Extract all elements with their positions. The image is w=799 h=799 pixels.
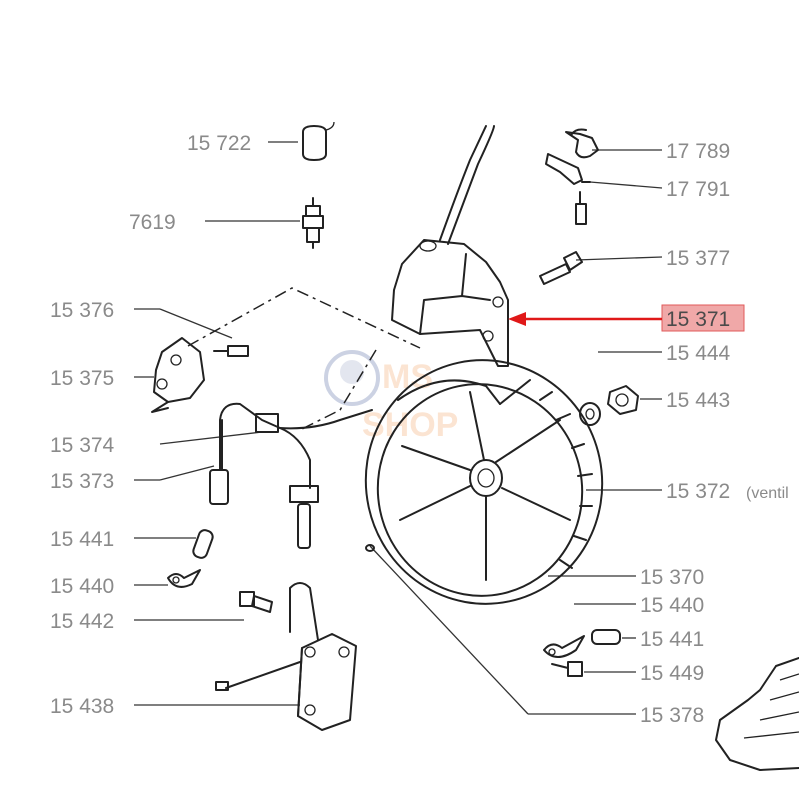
terminal-screw-part (551, 661, 583, 677)
label-15722: 15 722 (187, 132, 251, 155)
label-15440-left: 15 440 (50, 575, 114, 598)
washer-part (579, 402, 601, 426)
nut-part (607, 385, 639, 415)
label-15376: 15 376 (50, 299, 114, 322)
label-15449: 15 449 (640, 662, 704, 685)
label-15378: 15 378 (640, 704, 704, 727)
label-15441-right: 15 441 (640, 628, 704, 651)
label-15374: 15 374 (50, 434, 115, 457)
assembly-dash-lines (187, 287, 421, 431)
label-15443: 15 443 (666, 389, 730, 412)
label-17789: 17 789 (666, 140, 730, 163)
label-7619: 7619 (129, 211, 176, 234)
label-15370: 15 370 (640, 566, 704, 589)
spark-plug-part (302, 197, 324, 249)
label-15440-right: 15 440 (640, 594, 704, 617)
terminal-sleeve-right-part (591, 629, 621, 645)
partial-housing-part (715, 657, 799, 771)
bracket-part (151, 337, 249, 413)
connector-part (545, 153, 591, 225)
svg-text:MS: MS (382, 358, 433, 396)
highlight-15371 (661, 304, 745, 332)
wire-harness-part (209, 402, 373, 549)
label-15444: 15 444 (666, 342, 731, 365)
label-15373: 15 373 (50, 470, 114, 493)
label-15375: 15 375 (50, 367, 114, 390)
part-labels: 15 722 7619 15 376 15 375 15 374 15 373 … (50, 132, 789, 727)
label-15438: 15 438 (50, 695, 114, 718)
terminal-left-part (167, 569, 201, 588)
ms-shop-watermark: MS SHOP (324, 350, 458, 444)
terminal-sleeve-left-part (192, 529, 214, 559)
label-17791: 17 791 (666, 178, 730, 201)
label-15377: 15 377 (666, 247, 730, 270)
ignition-module-part (215, 582, 357, 731)
leader-lines (134, 141, 663, 715)
label-15371: 15 371 (666, 308, 730, 331)
callout-arrow (508, 312, 662, 326)
clip-part (565, 128, 599, 159)
coil-bolt-part (539, 251, 583, 285)
label-15372: 15 372 (666, 480, 730, 503)
terminal-right-part (543, 635, 585, 658)
screw-part (239, 591, 273, 613)
flywheel-part (364, 359, 604, 605)
label-15372-note: (ventil (746, 485, 789, 502)
key-part (365, 544, 375, 552)
label-15441-left: 15 441 (50, 528, 114, 551)
spark-plug-cap-part (302, 121, 335, 161)
label-15442: 15 442 (50, 610, 114, 633)
ignition-coil-part (391, 125, 509, 367)
